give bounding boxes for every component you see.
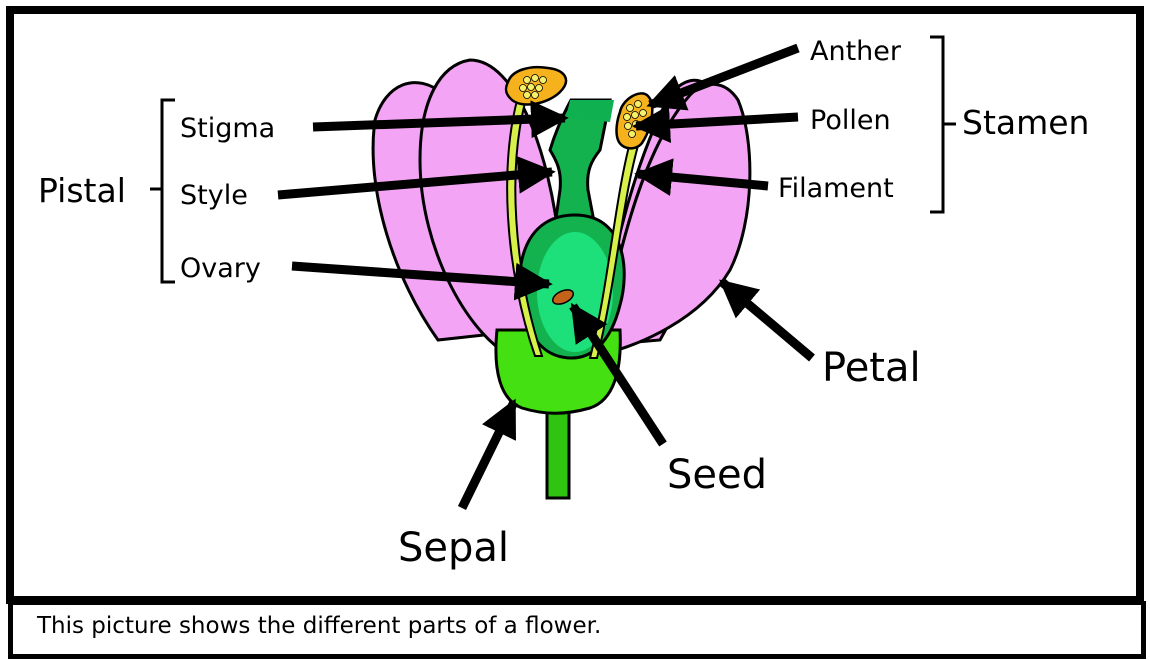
label-petal: Petal [822, 345, 921, 391]
label-seed: Seed [667, 452, 767, 498]
label-stigma: Stigma [180, 113, 275, 144]
label-style: Style [180, 180, 248, 211]
label-stamen: Stamen [962, 103, 1089, 142]
label-filament: Filament [778, 173, 894, 204]
caption-box: This picture shows the different parts o… [8, 601, 1146, 659]
label-sepal: Sepal [398, 525, 509, 571]
label-ovary: Ovary [180, 253, 261, 284]
caption-text: This picture shows the different parts o… [37, 613, 601, 639]
label-pistal: Pistal [38, 171, 126, 210]
label-pollen: Pollen [810, 105, 891, 136]
label-anther: Anther [810, 36, 902, 67]
